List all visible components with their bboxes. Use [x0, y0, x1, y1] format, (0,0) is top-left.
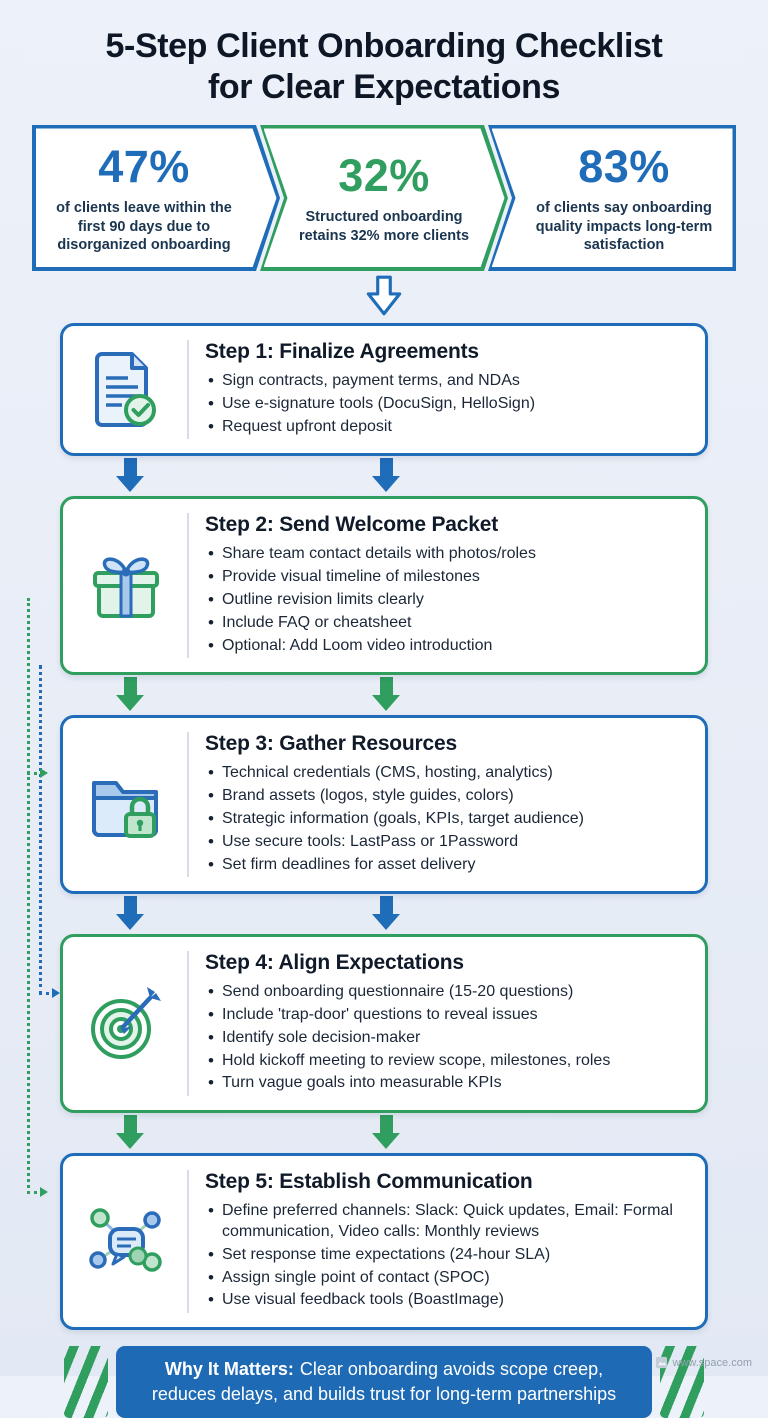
step-4-bullets: Send onboarding questionnaire (15-20 que… — [205, 981, 687, 1094]
stat-2-text: Structured onboarding retains 32% more c… — [298, 209, 470, 244]
stat-2-value: 32% — [338, 150, 430, 202]
flow-row-1 — [60, 456, 708, 496]
step-1-bullets: Sign contracts, payment terms, and NDAs … — [205, 370, 687, 438]
stripe-decoration-left — [64, 1346, 108, 1418]
bullet-item: Assign single point of contact (SPOC) — [205, 1267, 687, 1289]
bullet-item: Brand assets (logos, style guides, color… — [205, 785, 687, 807]
bullet-item: Include 'trap-door' questions to reveal … — [205, 1004, 687, 1026]
step-1-title: Step 1: Finalize Agreements — [205, 339, 479, 363]
bullet-item: Use visual feedback tools (BoastImage) — [205, 1289, 687, 1311]
flow-row-3 — [60, 894, 708, 934]
bullet-item: Send onboarding questionnaire (15-20 que… — [205, 981, 687, 1003]
divider — [187, 1170, 189, 1314]
down-arrow-icon — [372, 1115, 400, 1150]
bullet-item: Request upfront deposit — [205, 416, 687, 438]
bullet-item: Turn vague goals into measurable KPIs — [205, 1072, 687, 1094]
stat-card-2-bg — [264, 128, 505, 267]
step-4-title: Step 4: Align Expectations — [205, 951, 464, 975]
step-1-card: Step 1: Finalize Agreements Sign contrac… — [60, 322, 708, 457]
stat-card-2: 32% Structured onboarding retains 32% mo… — [260, 125, 508, 271]
bullet-item: Technical credentials (CMS, hosting, ana… — [205, 762, 687, 784]
title-line-1: 5-Step Client Onboarding Checklist — [105, 27, 663, 65]
bullet-item: Strategic information (goals, KPIs, targ… — [205, 808, 687, 830]
bullet-item: Use secure tools: LastPass or 1Password — [205, 831, 687, 853]
stats-row: 47% of clients leave within the first 90… — [32, 124, 736, 271]
gift-icon — [73, 544, 179, 628]
bullet-item: Use e-signature tools (DocuSign, HelloSi… — [205, 393, 687, 415]
down-arrow-icon — [372, 896, 400, 931]
bullet-item: Include FAQ or cheatsheet — [205, 612, 687, 634]
target-dart-icon — [73, 982, 179, 1066]
intro-down-arrow-icon — [30, 275, 738, 321]
divider — [187, 732, 189, 878]
folder-lock-icon — [73, 763, 179, 847]
step-3-title: Step 3: Gather Resources — [205, 732, 457, 756]
step-5-bullets: Define preferred channels: Slack: Quick … — [205, 1200, 687, 1311]
watermark-text: www.space.com — [672, 1356, 752, 1369]
bullet-item: Set firm deadlines for asset delivery — [205, 854, 687, 876]
step-5-card: Step 5: Establish Communication Define p… — [60, 1153, 708, 1331]
dotted-connector-vertical-blue — [39, 665, 42, 995]
flow-row-2 — [60, 675, 708, 715]
stat-card-1-bg — [36, 128, 277, 267]
watermark-logo-icon — [655, 1356, 667, 1369]
divider — [187, 513, 189, 659]
step-2-title: Step 2: Send Welcome Packet — [205, 513, 498, 537]
dotted-connector-vertical-green — [27, 598, 30, 1194]
down-arrow-icon — [116, 1115, 144, 1150]
down-arrow-icon — [116, 677, 144, 712]
dotted-arrow-into-step-5 — [27, 1187, 48, 1197]
dotted-arrow-into-step-4 — [39, 988, 60, 998]
document-check-icon — [73, 348, 179, 432]
bullet-item: Identify sole decision-maker — [205, 1027, 687, 1049]
footer-banner-box: Why It Matters:Clear onboarding avoids s… — [116, 1346, 652, 1418]
bullet-item: Share team contact details with photos/r… — [205, 543, 687, 565]
divider — [187, 951, 189, 1097]
stat-card-3: 83% of clients say onboarding quality im… — [488, 124, 736, 271]
network-chat-icon — [73, 1200, 179, 1284]
page-title: 5-Step Client Onboarding Checklist for C… — [36, 26, 732, 109]
step-3-card: Step 3: Gather Resources Technical crede… — [60, 715, 708, 895]
flow-row-4 — [60, 1113, 708, 1153]
down-arrow-icon — [116, 896, 144, 931]
down-arrow-icon — [372, 458, 400, 493]
footer-label: Why It Matters: — [164, 1359, 294, 1380]
stat-3-text: of clients say onboarding quality impact… — [535, 200, 713, 254]
step-5-title: Step 5: Establish Communication — [205, 1170, 533, 1194]
stat-1-value: 47% — [98, 141, 190, 193]
dotted-arrow-into-step-3 — [27, 768, 48, 778]
step-3-bullets: Technical credentials (CMS, hosting, ana… — [205, 762, 687, 876]
bullet-item: Provide visual timeline of milestones — [205, 566, 687, 588]
watermark: www.space.com — [655, 1356, 752, 1369]
stat-3-value: 83% — [578, 141, 670, 193]
stat-1-text: of clients leave within the first 90 day… — [56, 200, 232, 254]
footer-banner: Why It Matters:Clear onboarding avoids s… — [64, 1346, 704, 1418]
stat-card-1: 47% of clients leave within the first 90… — [32, 125, 280, 271]
divider — [187, 339, 189, 440]
bullet-item: Outline revision limits clearly — [205, 589, 687, 611]
bullet-item: Sign contracts, payment terms, and NDAs — [205, 370, 687, 392]
step-4-card: Step 4: Align Expectations Send onboardi… — [60, 934, 708, 1114]
step-2-bullets: Share team contact details with photos/r… — [205, 543, 687, 657]
title-line-2: for Clear Expectations — [207, 68, 561, 107]
down-arrow-icon — [372, 677, 400, 712]
bullet-item: Set response time expectations (24-hour … — [205, 1244, 687, 1266]
bullet-item: Hold kickoff meeting to review scope, mi… — [205, 1050, 687, 1072]
down-arrow-icon — [116, 458, 144, 493]
step-2-card: Step 2: Send Welcome Packet Share team c… — [60, 496, 708, 676]
bullet-item: Define preferred channels: Slack: Quick … — [205, 1200, 687, 1243]
stat-card-3-bg — [491, 128, 733, 268]
bullet-item: Optional: Add Loom video introduction — [205, 635, 687, 657]
